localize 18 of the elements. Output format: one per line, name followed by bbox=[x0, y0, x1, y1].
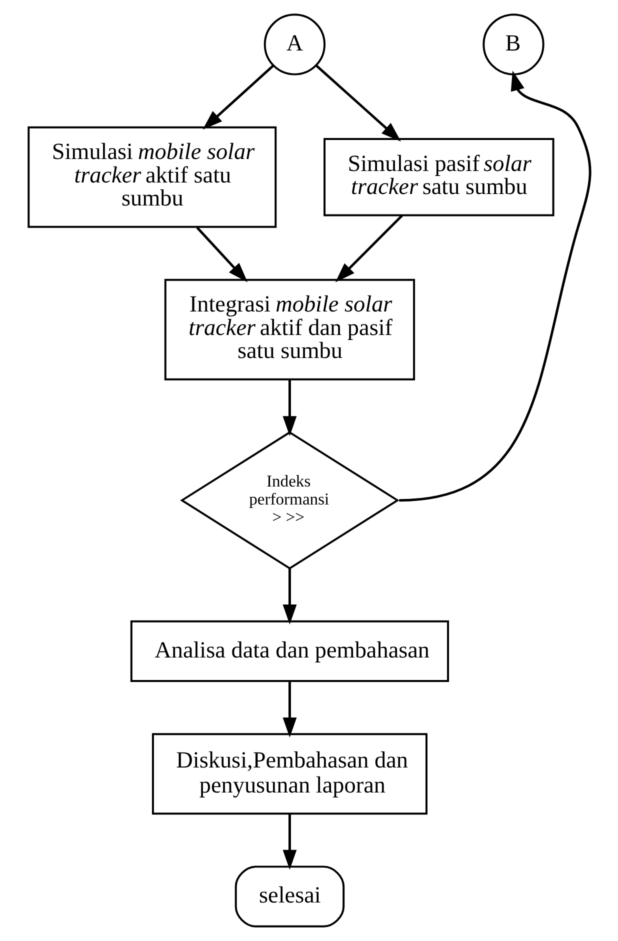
arrow bbox=[282, 568, 296, 624]
arrow bbox=[282, 814, 296, 870]
node-box: selesai bbox=[234, 866, 344, 928]
arrow bbox=[282, 380, 296, 436]
node-box: Diskusi,Pembahasan dan penyusunan laporan bbox=[151, 733, 427, 815]
arrow bbox=[202, 64, 274, 130]
arrow bbox=[282, 681, 296, 738]
node-box: Analisa data dan pembahasan bbox=[130, 620, 449, 682]
node-circle: B bbox=[482, 14, 544, 76]
node-box: Integrasi mobile solar tracker aktif dan pasif satu sumbu bbox=[164, 278, 415, 380]
node-box: Simulasi pasif solar tracker satu sumbu bbox=[323, 138, 554, 216]
node-circle: A bbox=[263, 14, 326, 76]
arrow bbox=[196, 226, 248, 282]
arrow bbox=[334, 214, 402, 282]
arrow bbox=[398, 70, 591, 502]
arrow bbox=[315, 64, 400, 142]
node-diamond: Indeks performansi > >> bbox=[180, 431, 399, 570]
node-box: Simulasi mobile solar tracker aktif satu sumbu bbox=[27, 126, 276, 228]
